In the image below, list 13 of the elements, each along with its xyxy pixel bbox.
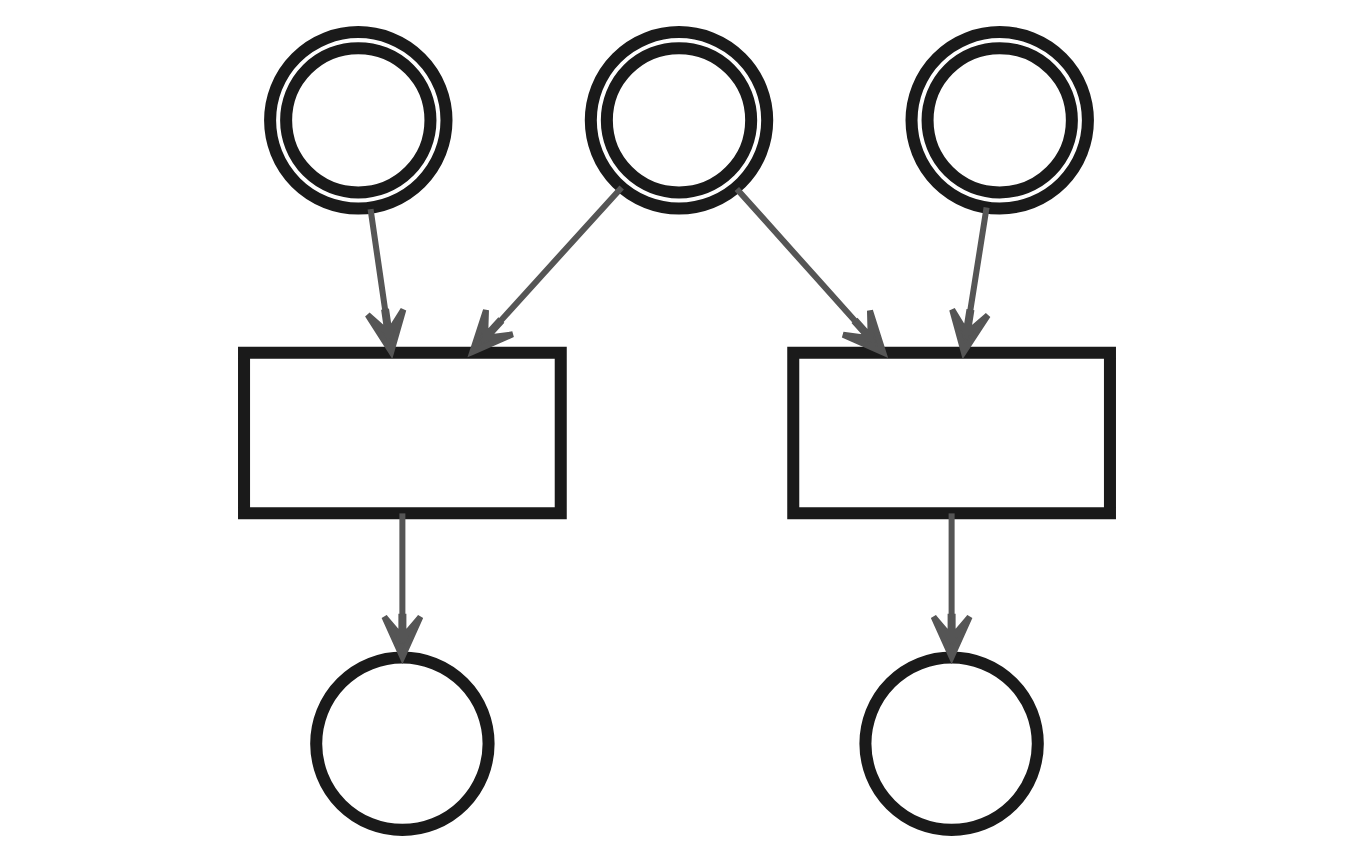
node-doublecircle bbox=[583, 26, 773, 215]
node-doublecircle bbox=[263, 26, 452, 215]
node-doublecircle bbox=[904, 26, 1093, 215]
node-circle bbox=[309, 651, 494, 836]
arrow bbox=[380, 513, 423, 660]
arrow bbox=[948, 207, 990, 356]
arrow bbox=[733, 186, 886, 356]
arrow bbox=[363, 208, 406, 355]
arrow bbox=[929, 513, 972, 660]
arrow bbox=[468, 185, 623, 355]
node-box bbox=[237, 346, 566, 520]
node-circle bbox=[858, 651, 1043, 836]
node-box bbox=[786, 346, 1115, 520]
